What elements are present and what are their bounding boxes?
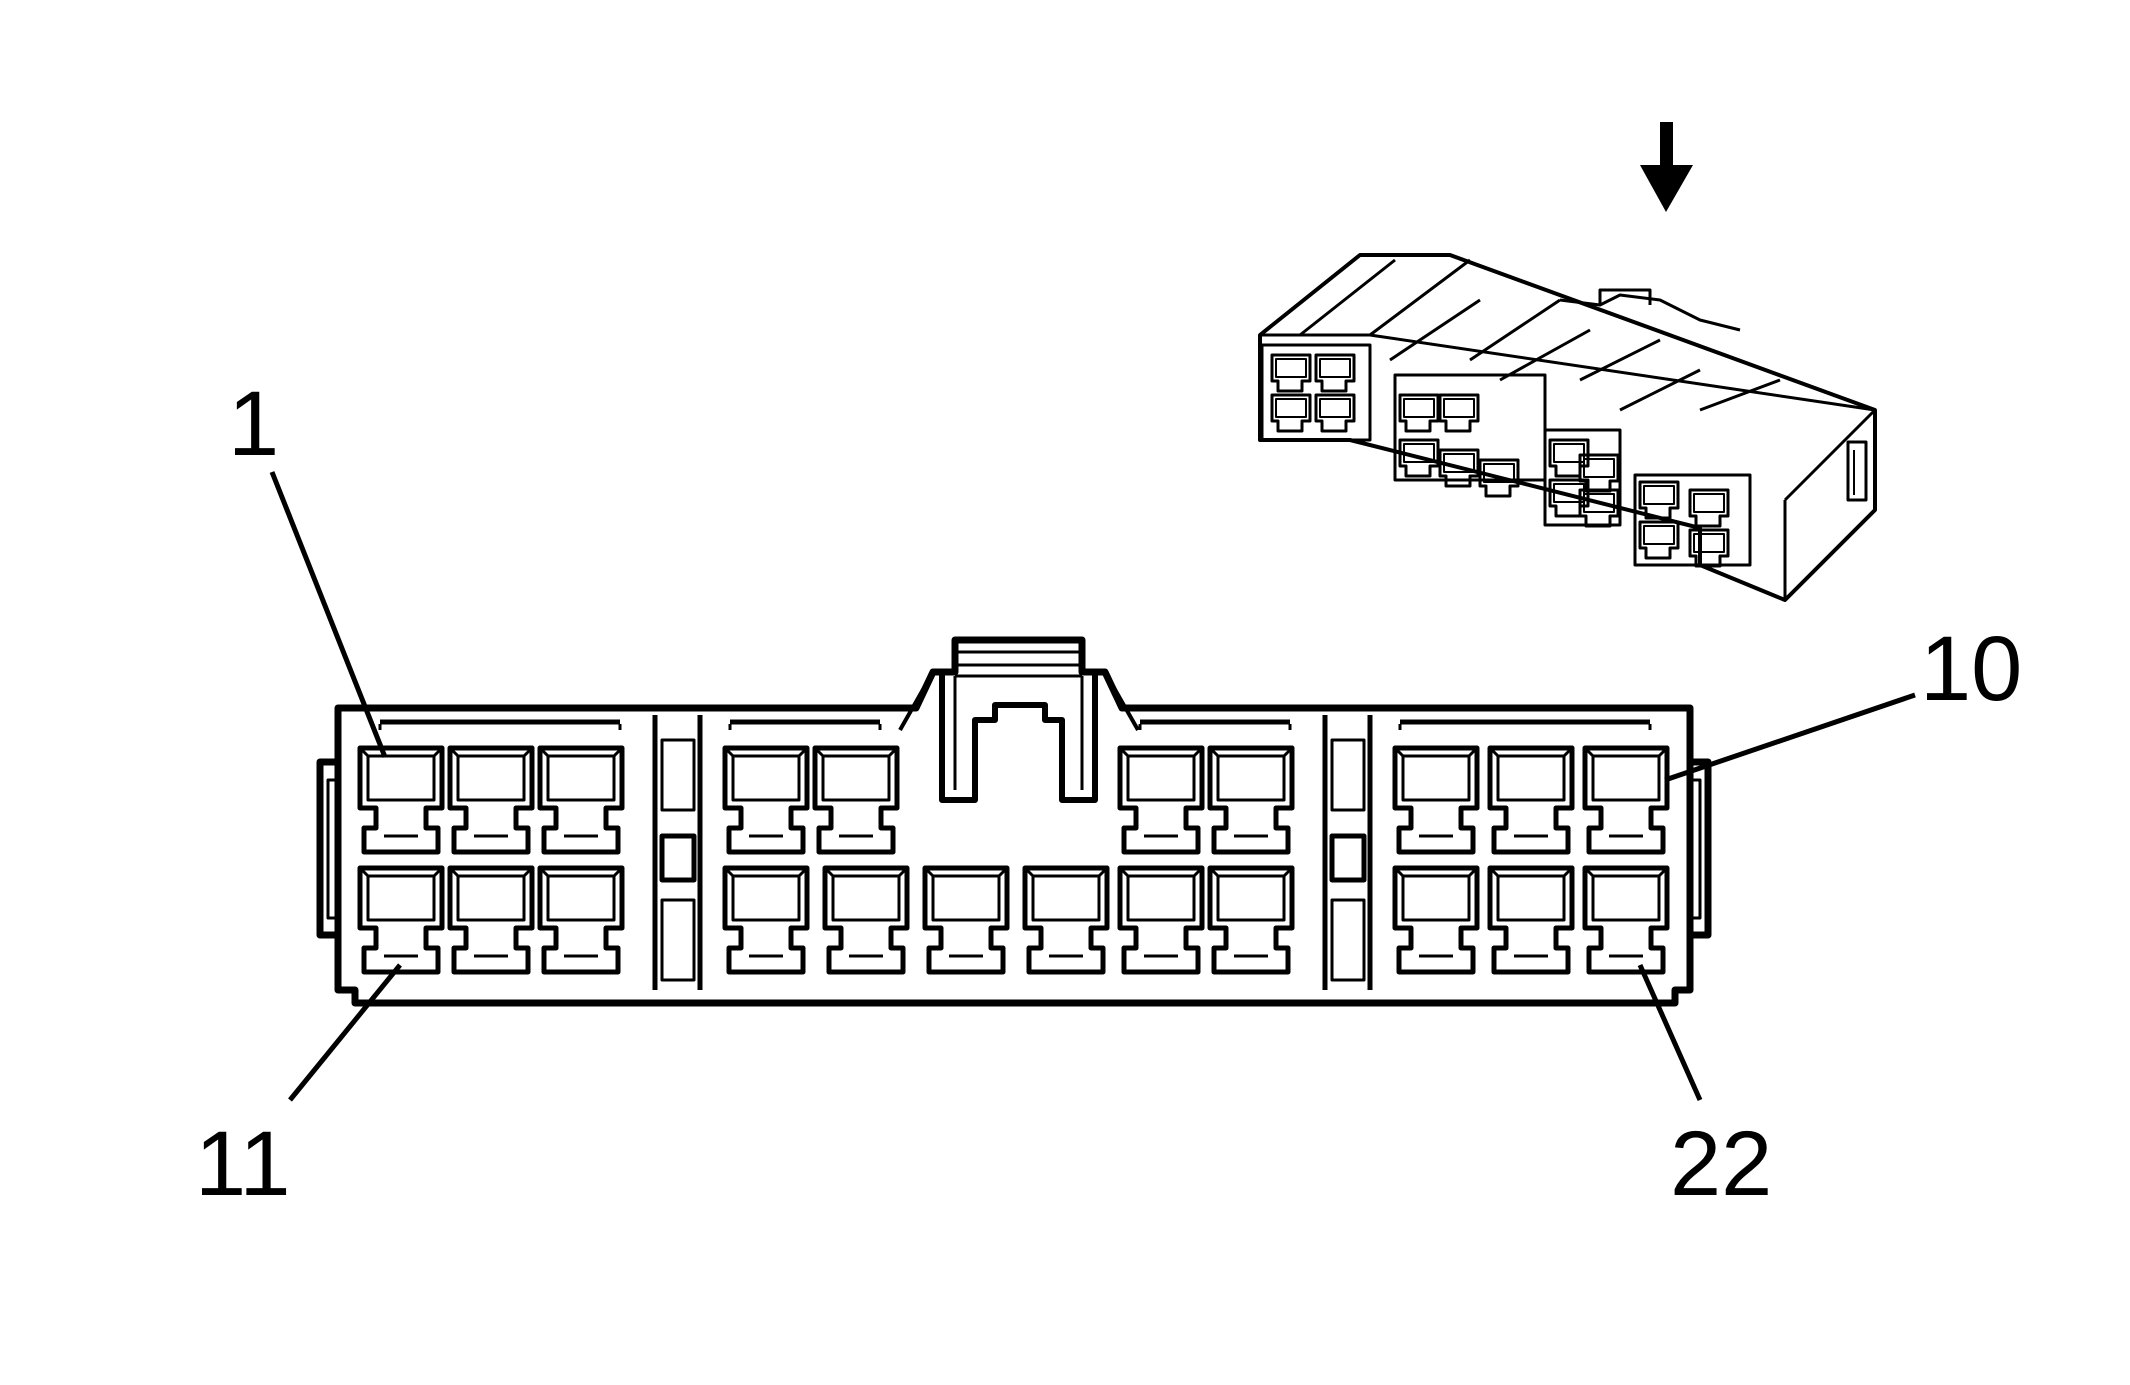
pin-label-11: 11	[195, 1113, 291, 1215]
cavity-2	[450, 748, 532, 852]
cavity-8	[1395, 748, 1477, 852]
cavity-16	[925, 868, 1007, 972]
leader-line-10	[1664, 692, 1916, 783]
right-flange	[1690, 758, 1712, 939]
cavity-row-bottom	[360, 868, 1667, 972]
cavity-3	[540, 748, 622, 852]
cavity-7	[1210, 748, 1292, 852]
cavity-13	[540, 868, 622, 972]
key-block	[1329, 833, 1367, 883]
pin-label-10: 10	[1920, 618, 2022, 720]
pin-label-22: 22	[1670, 1113, 1772, 1215]
cavity-21	[1490, 868, 1572, 972]
cavity-row-top	[360, 748, 1667, 852]
left-flange	[316, 758, 338, 939]
cavity-1	[360, 748, 442, 852]
cavity-9	[1490, 748, 1572, 852]
leader-line-11	[288, 963, 402, 1102]
cavity-5	[815, 748, 897, 852]
leader-line-22	[1637, 963, 1703, 1102]
leader-line-1	[269, 471, 388, 758]
cavity-10	[1585, 748, 1667, 852]
cavity-4	[725, 748, 807, 852]
cavity-14	[725, 868, 807, 972]
connector-face-view	[269, 471, 1916, 1102]
cavity-17	[1025, 868, 1107, 972]
cavity-20	[1395, 868, 1477, 972]
locking-latch	[898, 650, 1140, 803]
cavity-18	[1120, 868, 1202, 972]
cavity-11	[360, 868, 442, 972]
cavity-15	[825, 868, 907, 972]
cavity-12	[450, 868, 532, 972]
key-block	[659, 833, 697, 883]
housing-outline	[334, 636, 1694, 1007]
connector-iso-view	[1258, 122, 1877, 602]
arrow-down-icon	[1640, 122, 1693, 212]
cavity-22	[1585, 868, 1667, 972]
cavity-6	[1120, 748, 1202, 852]
pin-label-1: 1	[228, 373, 279, 475]
cavity-19	[1210, 868, 1292, 972]
